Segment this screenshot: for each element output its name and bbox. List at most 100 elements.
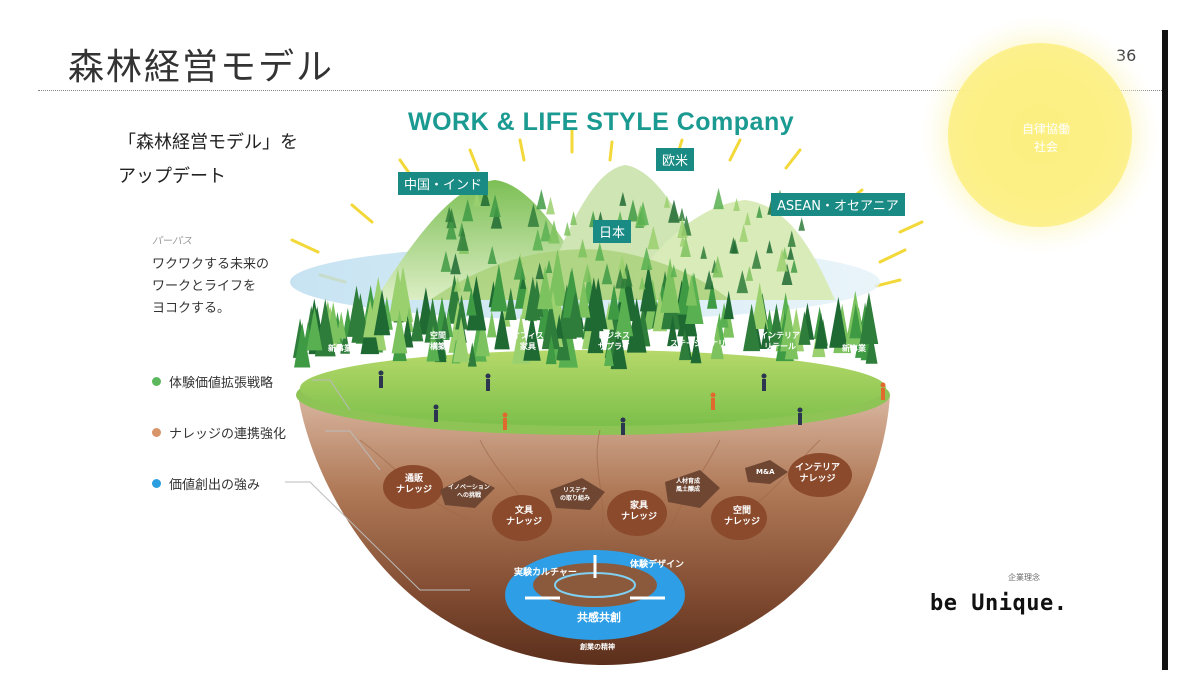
tree-icon bbox=[388, 268, 408, 322]
orange-dot-icon bbox=[152, 428, 161, 437]
tree-icon bbox=[452, 316, 470, 363]
tree-icon bbox=[814, 312, 828, 349]
tree-icon bbox=[638, 276, 646, 290]
tree-icon bbox=[486, 310, 497, 338]
tree-icon bbox=[637, 201, 649, 226]
tree-icon bbox=[489, 194, 501, 218]
tree-icon bbox=[781, 263, 793, 286]
tree-icon bbox=[704, 270, 714, 290]
tree-icon bbox=[490, 264, 508, 312]
page-title: 森林経営モデル bbox=[68, 47, 335, 88]
tree-icon bbox=[668, 199, 680, 223]
tree-icon bbox=[554, 314, 564, 339]
purpose-statement: ワクワクする未来の ワークとライフを ヨコクする。 bbox=[152, 257, 270, 316]
tree-icon bbox=[589, 277, 608, 329]
forest-trees bbox=[292, 187, 879, 370]
knowledge-label: 家具 ナレッジ bbox=[621, 501, 658, 522]
tree-icon bbox=[426, 325, 440, 362]
tree-icon bbox=[678, 280, 688, 305]
tree-icon bbox=[647, 225, 660, 250]
tree-icon bbox=[466, 275, 487, 331]
tree-icon bbox=[736, 270, 749, 294]
bullet-value-creation: 価値創出の強み bbox=[152, 474, 260, 493]
tree-icon bbox=[535, 262, 544, 280]
tree-icon bbox=[519, 276, 527, 289]
philosophy-label: 企業理念 bbox=[1008, 573, 1040, 582]
tree-icon bbox=[744, 211, 751, 226]
header-divider bbox=[38, 90, 1162, 91]
tree-icon bbox=[490, 206, 503, 229]
tree-icon bbox=[532, 228, 544, 251]
tree-icon bbox=[541, 299, 560, 350]
knowledge-label: インテリア ナレッジ bbox=[795, 463, 841, 484]
tree-icon bbox=[347, 285, 366, 337]
region-tag-west: 欧米 bbox=[656, 148, 695, 171]
tree-icon bbox=[604, 338, 614, 366]
tree-icon bbox=[722, 305, 735, 338]
tree-icon bbox=[524, 276, 541, 321]
tree-icon bbox=[627, 199, 639, 222]
sun-label: 自律協働 社会 bbox=[1022, 122, 1071, 154]
bullet-label: ナレッジの連携強化 bbox=[169, 427, 287, 442]
core-label: 実験カルチャー bbox=[514, 568, 577, 578]
tree-icon bbox=[751, 282, 769, 329]
tree-icon bbox=[463, 274, 472, 292]
bullet-label: 体験価値拡張戦略 bbox=[169, 376, 274, 391]
tree-icon bbox=[391, 309, 408, 354]
tree-icon bbox=[527, 203, 540, 227]
tree-icon bbox=[563, 221, 571, 236]
tree-icon bbox=[445, 206, 454, 223]
diagram-banner: WORK & LIFE STYLE Company bbox=[408, 108, 795, 136]
tree-icon bbox=[306, 306, 323, 351]
tree-icon bbox=[667, 315, 679, 347]
tree-icon bbox=[455, 294, 468, 330]
section-subtitle: 「森林経営モデル」を アップデート bbox=[118, 132, 298, 187]
tree-icon bbox=[660, 257, 680, 313]
tree-icon bbox=[670, 264, 677, 278]
tree-icon bbox=[733, 197, 740, 212]
tree-icon bbox=[567, 290, 585, 338]
tree-icon bbox=[453, 276, 462, 292]
tree-icon bbox=[615, 268, 626, 289]
tree-icon bbox=[620, 262, 633, 287]
tree-icon bbox=[685, 274, 698, 306]
region-tag-asean: ASEAN・オセアニア bbox=[771, 193, 905, 216]
tree-icon bbox=[607, 283, 621, 320]
tree-icon bbox=[787, 230, 796, 247]
tree-icon bbox=[700, 245, 707, 259]
bullet-experience-strategy: 体験価値拡張戦略 bbox=[152, 372, 273, 391]
tree-icon bbox=[719, 302, 729, 328]
tree-icon bbox=[363, 298, 378, 338]
tree-icon bbox=[626, 297, 647, 353]
tree-icon bbox=[462, 199, 474, 222]
tree-icon bbox=[677, 217, 688, 239]
region-tag-japan: 日本 bbox=[593, 220, 632, 243]
tree-icon bbox=[745, 265, 754, 281]
tree-icon bbox=[570, 211, 578, 225]
tree-icon bbox=[545, 334, 557, 365]
tree-icon bbox=[494, 306, 510, 350]
business-label: 新事業 bbox=[842, 344, 866, 353]
tree-icon bbox=[768, 303, 785, 346]
bullet-connectors bbox=[285, 379, 470, 591]
right-edge-bar bbox=[1162, 30, 1168, 670]
tree-icon bbox=[610, 323, 628, 370]
purpose-label: パーパス bbox=[152, 236, 192, 247]
tree-icon bbox=[336, 311, 347, 339]
philosophy-text: be Unique. bbox=[930, 591, 1068, 616]
knowledge-label: 通販 ナレッジ bbox=[396, 474, 433, 495]
tree-icon bbox=[756, 205, 763, 218]
tree-icon bbox=[466, 287, 477, 316]
tree-icon bbox=[829, 296, 848, 348]
tree-icon bbox=[723, 290, 734, 320]
green-dot-icon bbox=[152, 377, 161, 386]
tree-icon bbox=[760, 321, 771, 349]
tree-icon bbox=[690, 333, 702, 364]
tree-icon bbox=[849, 303, 862, 339]
tree-icon bbox=[487, 245, 497, 265]
tree-icon bbox=[513, 256, 526, 280]
tree-icon bbox=[784, 321, 799, 360]
tree-icon bbox=[540, 219, 552, 242]
tree-icon bbox=[475, 316, 490, 357]
tree-icon bbox=[865, 330, 878, 364]
